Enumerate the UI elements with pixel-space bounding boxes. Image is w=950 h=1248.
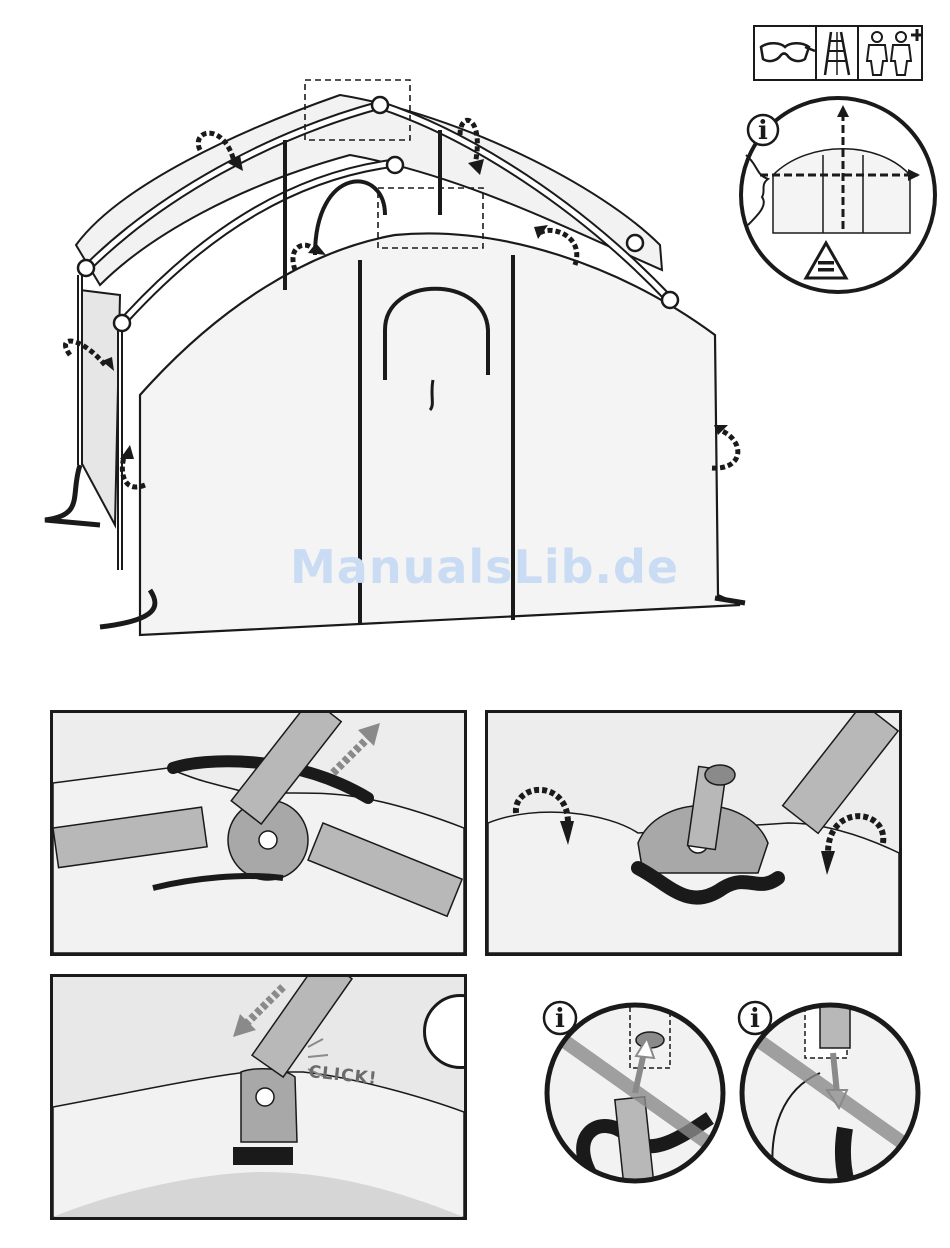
info-icon: i — [746, 113, 780, 147]
hub-joint-icon — [114, 315, 130, 331]
two-persons-plus-icon — [859, 27, 925, 79]
step-panel-3: CLICK! — [50, 974, 467, 1220]
safety-icons-strip — [753, 25, 923, 81]
ladder-icon — [817, 27, 859, 79]
hub-joint-icon — [627, 235, 643, 251]
curved-arrow-icon — [813, 803, 893, 883]
info-icon: i — [737, 1000, 773, 1036]
safety-glasses-icon — [755, 27, 817, 79]
info-icon: i — [542, 1000, 578, 1036]
curved-arrow-icon — [508, 773, 578, 853]
svg-text:i: i — [750, 1004, 760, 1034]
svg-text:i: i — [555, 1004, 565, 1034]
watermark: ManualsLib.de — [290, 540, 679, 594]
hub-joint-icon — [78, 260, 94, 276]
step-panel-2 — [485, 710, 902, 956]
dashed-arrow-down-icon — [228, 982, 288, 1042]
hub-joint-icon — [662, 292, 678, 308]
hub-joint-icon — [372, 97, 388, 113]
svg-text:i: i — [758, 116, 768, 146]
hub-joint-icon — [387, 157, 403, 173]
dashed-arrow-up-icon — [328, 718, 388, 778]
step-panel-1 — [50, 710, 467, 956]
